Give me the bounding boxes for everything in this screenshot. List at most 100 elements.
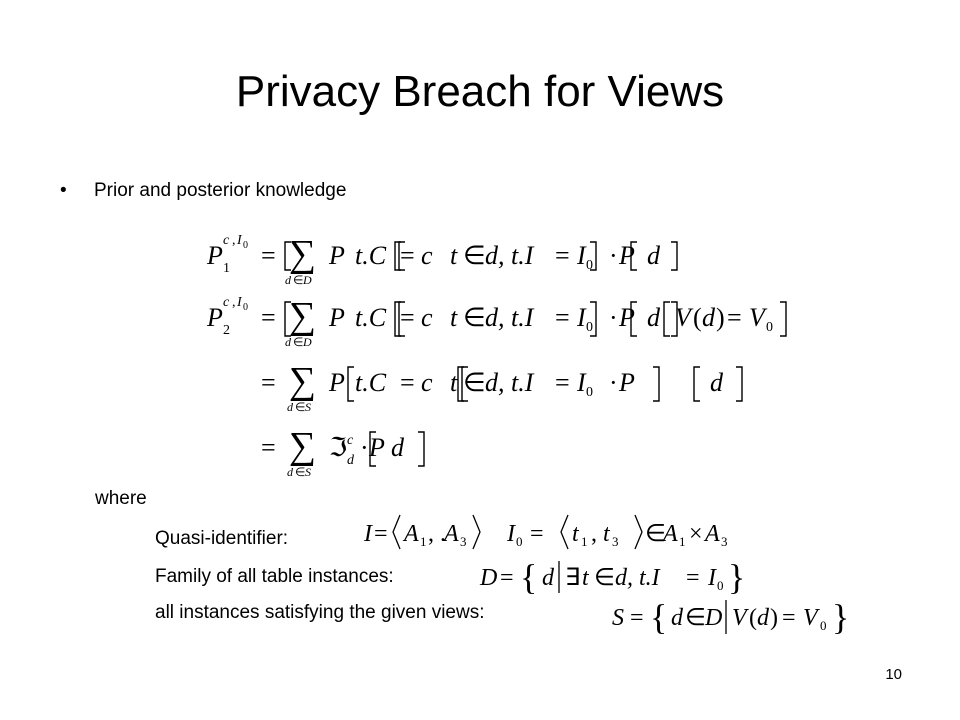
slide-title: Privacy Breach for Views: [235, 67, 725, 116]
svg-text:0: 0: [243, 240, 248, 251]
svg-text:,: ,: [232, 295, 236, 310]
svg-text:=: =: [782, 605, 796, 631]
svg-text:d: d: [285, 335, 292, 349]
svg-text:=: =: [555, 303, 570, 332]
svg-text:∈: ∈: [463, 368, 486, 397]
svg-text:=: =: [374, 521, 388, 547]
svg-text:0: 0: [717, 578, 724, 593]
family-label: Family of all table instances:: [155, 566, 394, 587]
svg-text:}: }: [728, 557, 745, 597]
svg-text:V: V: [749, 303, 768, 332]
svg-text:·: ·: [360, 433, 369, 462]
svg-text:,: ,: [591, 521, 597, 547]
svg-text:c: c: [347, 433, 354, 448]
svg-text:2: 2: [223, 323, 230, 338]
svg-text:d: d: [710, 368, 724, 397]
svg-text:I: I: [707, 565, 717, 591]
svg-text:t: t: [572, 521, 580, 547]
svg-text:=: =: [630, 605, 644, 631]
svg-text:d: d: [391, 433, 405, 462]
all-instances-label: all instances satisfying the given views…: [155, 602, 485, 623]
svg-text:P: P: [328, 303, 345, 332]
svg-text:, .: , .: [428, 521, 446, 547]
svg-text:∑: ∑: [289, 295, 316, 337]
svg-text:0: 0: [766, 320, 773, 335]
svg-text:P: P: [618, 241, 635, 270]
svg-text:=: =: [261, 303, 276, 332]
svg-text:t.C: t.C: [355, 368, 387, 397]
svg-text:}: }: [832, 597, 849, 637]
svg-text:t.C: t.C: [355, 303, 387, 332]
svg-text:d: d: [287, 400, 294, 414]
svg-text:∑: ∑: [289, 233, 316, 275]
svg-text:c: c: [223, 233, 230, 248]
svg-text:P: P: [618, 368, 635, 397]
svg-text:A: A: [661, 521, 678, 547]
svg-text:1: 1: [223, 261, 230, 276]
svg-text:d: d: [702, 303, 716, 332]
svg-text:=: =: [261, 368, 276, 397]
svg-text:=: =: [555, 241, 570, 270]
posterior-equations: P c , I 0 1 = ∑ d ∈ D P t.C = c t ∈ d, t…: [206, 233, 787, 479]
svg-text:P: P: [328, 368, 345, 397]
svg-text:1: 1: [679, 534, 686, 549]
svg-text:(: (: [749, 605, 757, 631]
svg-text:t: t: [450, 241, 458, 270]
page-number: 10: [885, 666, 902, 683]
svg-text:t: t: [450, 303, 458, 332]
satisfying-instances-formula: S = { d ∈ D V ( d ) = V 0 }: [612, 597, 849, 637]
svg-text:=: =: [261, 241, 276, 270]
svg-text:d: d: [285, 273, 292, 287]
svg-text:I: I: [506, 521, 516, 547]
svg-text:d, t.I: d, t.I: [485, 241, 535, 270]
svg-text:·: ·: [609, 368, 618, 397]
svg-text:0: 0: [516, 534, 523, 549]
svg-text:A: A: [402, 521, 419, 547]
svg-text:0: 0: [243, 302, 248, 313]
svg-text:d, t.I: d, t.I: [615, 565, 661, 591]
svg-text:,: ,: [232, 233, 236, 248]
svg-text:ℑ: ℑ: [329, 433, 347, 462]
svg-text:∑: ∑: [289, 360, 316, 402]
svg-text:c: c: [421, 241, 433, 270]
svg-text:∈: ∈: [594, 565, 615, 591]
svg-text:3: 3: [721, 534, 728, 549]
svg-text:1: 1: [581, 534, 588, 549]
bullet-item: •Prior and posterior knowledge: [60, 176, 346, 206]
bullet-text: Prior and posterior knowledge: [94, 180, 347, 201]
svg-text:D: D: [479, 565, 497, 591]
svg-text:{: {: [650, 597, 667, 637]
svg-text:V: V: [675, 303, 694, 332]
svg-text:A: A: [442, 521, 459, 547]
svg-text:0: 0: [586, 320, 593, 335]
svg-text:×: ×: [689, 521, 703, 547]
svg-text:=: =: [400, 241, 415, 270]
svg-text:P: P: [206, 241, 223, 270]
svg-text:): ): [770, 605, 778, 631]
svg-text:D: D: [302, 335, 312, 349]
svg-text:d: d: [287, 465, 294, 479]
svg-text:3: 3: [612, 534, 619, 549]
svg-text:): ): [716, 303, 725, 332]
svg-text:=: =: [261, 433, 276, 462]
svg-text:I: I: [363, 521, 373, 547]
svg-text:P: P: [206, 303, 223, 332]
svg-text:=: =: [530, 521, 544, 547]
svg-text:d, t.I: d, t.I: [485, 303, 535, 332]
svg-text:d, t.I: d, t.I: [485, 368, 535, 397]
svg-text:S: S: [305, 465, 311, 479]
svg-text:0: 0: [586, 258, 593, 273]
svg-text:=: =: [555, 368, 570, 397]
svg-text:d: d: [671, 605, 684, 631]
svg-text:A: A: [703, 521, 720, 547]
svg-text:0: 0: [820, 618, 827, 633]
table-instances-formula: D = { d ∃ t ∈ d, t.I = I 0 }: [479, 557, 745, 597]
svg-text:S: S: [305, 400, 311, 414]
svg-text:∈: ∈: [295, 465, 305, 479]
quasi-identifier-label: Quasi-identifier:: [155, 528, 289, 549]
svg-text:∈: ∈: [293, 335, 303, 349]
svg-text:·: ·: [609, 241, 618, 270]
svg-text:d: d: [542, 565, 555, 591]
svg-text:P: P: [618, 303, 635, 332]
